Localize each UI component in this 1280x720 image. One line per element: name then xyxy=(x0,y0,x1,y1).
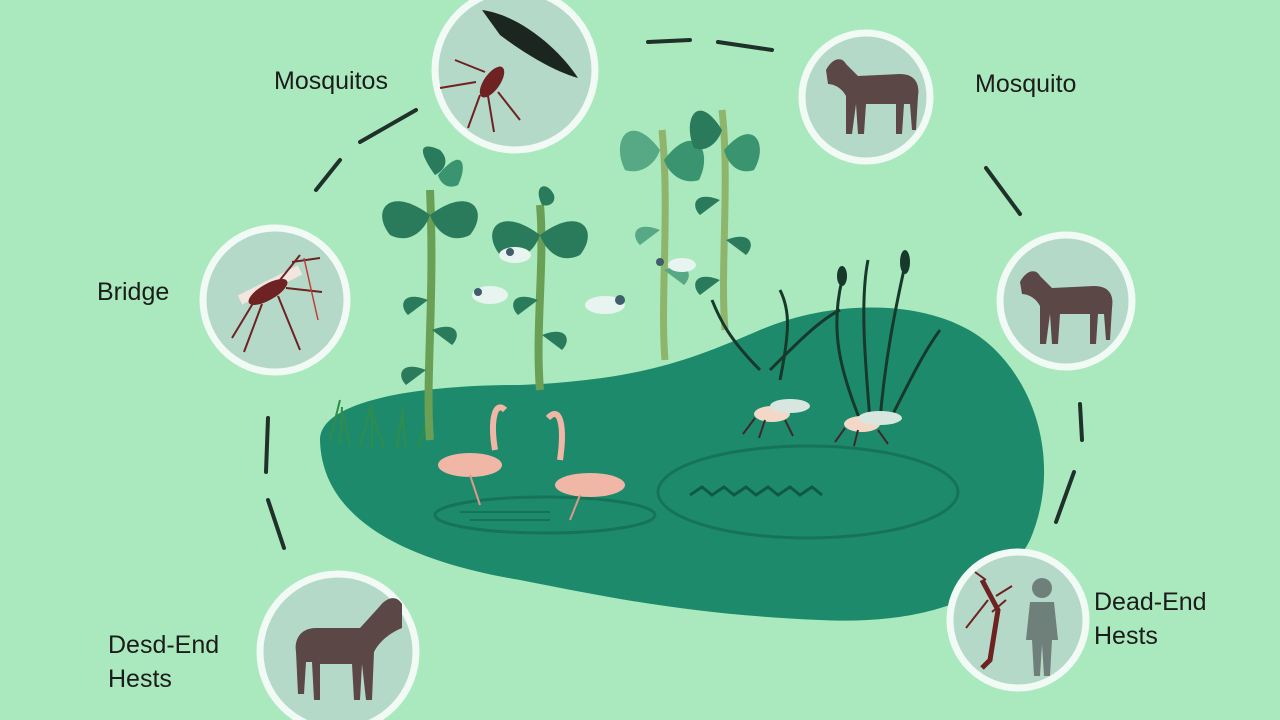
label-line: Hests xyxy=(1094,622,1158,650)
circle-bridge xyxy=(199,224,351,376)
label-mosquitos: Mosquitos xyxy=(274,67,388,95)
circle-deadend-left xyxy=(256,570,420,720)
mosquito-icon xyxy=(439,10,578,133)
circle-right-host xyxy=(996,231,1136,371)
label-dead-end-hosts-left: Desd-End Hests xyxy=(108,628,219,696)
label-line: Desd-End xyxy=(108,631,220,659)
reed-tips xyxy=(837,250,910,286)
flamingo-left xyxy=(438,404,508,506)
small-birds xyxy=(472,247,696,314)
circle-mosquitos xyxy=(431,0,599,154)
label-line: Hests xyxy=(108,665,172,693)
pond-mosquito-1 xyxy=(742,399,810,439)
mosquito-and-person-icon xyxy=(965,571,1058,676)
reeds xyxy=(710,259,942,421)
circle-deadend-right xyxy=(946,548,1090,692)
grass xyxy=(329,399,429,451)
plant-4 xyxy=(689,109,760,331)
label-dead-end-hosts-right: Dead-End Hests xyxy=(1094,585,1207,653)
horse-icon xyxy=(1020,271,1113,344)
label-line: Dead-End xyxy=(1094,588,1207,616)
label-bridge: Bridge xyxy=(97,278,170,306)
flamingo-right xyxy=(545,411,625,521)
horse-icon xyxy=(826,59,919,135)
circle-mosquito xyxy=(798,29,934,165)
mosquito-icon xyxy=(231,254,323,353)
plant-1 xyxy=(382,146,478,441)
horse-icon xyxy=(295,598,402,700)
label-mosquito: Mosquito xyxy=(975,70,1077,98)
pond-mosquito-2 xyxy=(834,411,902,447)
plant-2 xyxy=(492,186,588,391)
dashed-cycle-path xyxy=(264,38,1084,550)
pond xyxy=(320,307,1045,621)
